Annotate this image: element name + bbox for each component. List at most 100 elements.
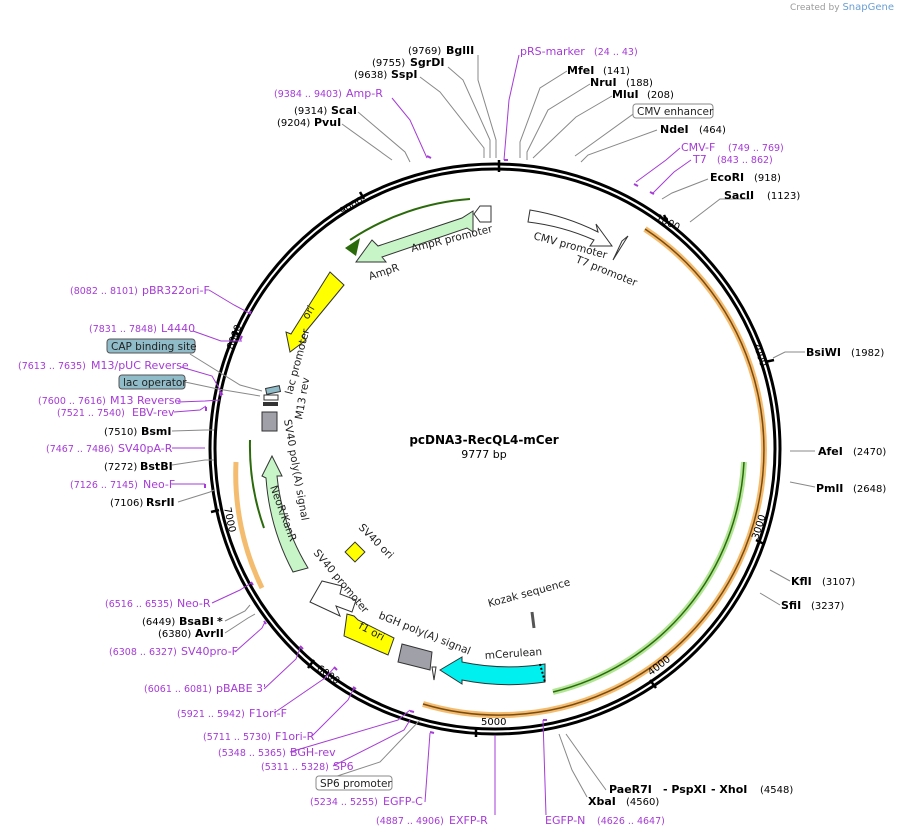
mCerulean-feature <box>439 656 546 686</box>
tick-2000: 2000 <box>750 341 768 369</box>
primer-ampR-coord: (9384 .. 9403) <box>274 89 342 100</box>
primer-t7-coord: (843 .. 862) <box>717 155 773 166</box>
primer-t7-name: T7 <box>692 153 707 166</box>
enzyme-avrII-name: AvrII <box>195 627 224 640</box>
sp6-promoter-feature <box>431 666 437 681</box>
primer-egfpN-coord: (4626 .. 4647) <box>597 816 665 827</box>
enzyme-bglII-coord: (9769) <box>408 46 441 57</box>
enzyme-bsiWI-coord: (1982) <box>851 348 884 359</box>
primer-f1oriR-name: F1ori-R <box>275 730 315 743</box>
enzyme-pvuI-coord: (9204) <box>277 118 310 129</box>
primer-marks <box>204 155 655 734</box>
primer-egfpN-name: EGFP-N <box>545 814 585 827</box>
primer-m13rev-name: M13 Reverse <box>110 394 181 407</box>
primer-pbabe3-name: pBABE 3' <box>216 682 266 695</box>
enzyme-rsrII-coord: (7106) <box>110 498 143 509</box>
primer-m13puc-name: M13/pUC Reverse <box>91 359 189 372</box>
backbone-inner <box>213 167 777 731</box>
primer-f1oriF-coord: (5921 .. 5942) <box>177 709 245 720</box>
cap-site-text: CAP binding site <box>111 341 197 353</box>
insert-arc-orange-line <box>422 228 765 716</box>
enzyme-ecoRI-coord: (918) <box>754 173 781 184</box>
primer-leader-lines <box>172 54 692 816</box>
enzyme-paeR7I-name: PaeR7I <box>609 783 652 796</box>
plasmid-length: 9777 bp <box>461 448 506 461</box>
ampR-feature <box>355 210 474 263</box>
enzyme-pmlI-coord: (2648) <box>853 484 886 495</box>
primer-egfpC-coord: (5234 .. 5255) <box>310 797 378 808</box>
scale-ticks <box>210 160 775 737</box>
primer-ebvRev-coord: (7521 .. 7540) <box>57 408 125 419</box>
enzyme-bsmI-coord: (7510) <box>104 427 137 438</box>
primer-pbr322-name: pBR322ori-F <box>142 284 210 297</box>
enzyme-sgrDI-name: SgrDI <box>410 56 444 69</box>
enzyme-ecoRI-name: EcoRI <box>710 171 744 184</box>
snapgene-credit: Created by SnapGene <box>790 2 894 13</box>
sv40-promoter-feature <box>309 580 357 617</box>
leader-lines <box>171 55 816 798</box>
primer-f1oriR-coord: (5711 .. 5730) <box>203 732 271 743</box>
label-kozak: Kozak sequence <box>487 576 572 610</box>
enzyme-pvuI-name: PvuI <box>314 116 341 129</box>
primer-l4440-coord: (7831 .. 7848) <box>89 324 157 335</box>
primer-sv40proF-name: SV40pro-F <box>181 645 238 658</box>
primer-sv40paR-coord: (7467 .. 7486) <box>46 444 114 455</box>
sp6-promoter-text: SP6 promoter <box>320 778 392 790</box>
primer-sv40proF-coord: (6308 .. 6327) <box>109 647 177 658</box>
lac-promoter-feature <box>264 385 282 395</box>
sv40-ori-feature <box>344 541 366 563</box>
enzyme-mfeI-coord: (141) <box>603 66 630 77</box>
enzyme-sfiI-coord: (3237) <box>811 601 844 612</box>
enzyme-afeI-name: AfeI <box>818 445 843 458</box>
primer-exfpR-coord: (4887 .. 4906) <box>376 816 444 827</box>
credit-prefix: Created by <box>790 3 840 13</box>
primer-egfpC-name: EGFP-C <box>383 795 423 808</box>
primer-neoF-name: Neo-F <box>143 478 175 491</box>
label-ampR: AmpR <box>367 262 401 283</box>
enzyme-bsaBI-name: BsaBI <box>179 615 214 628</box>
lac-operator-text: lac operator <box>123 377 187 389</box>
neoR-kanR-feature <box>261 454 309 573</box>
primer-neoF-coord: (7126 .. 7145) <box>70 480 138 491</box>
enzyme-xbaI-coord: (4560) <box>626 797 659 808</box>
label-mCerulean: mCerulean <box>484 646 542 662</box>
ampR-arc-head <box>345 238 360 256</box>
primer-neoR-name: Neo-R <box>177 597 211 610</box>
snapgene-brand: SnapGene <box>842 2 894 13</box>
primer-pbr322-coord: (8082 .. 8101) <box>70 286 138 297</box>
kozak-feature <box>530 611 536 629</box>
sp6-promoter-label: SP6 promoter <box>315 775 393 791</box>
enzyme-afeI-coord: (2470) <box>853 447 886 458</box>
primer-pbabe3-coord: (6061 .. 6081) <box>144 684 212 695</box>
cmv-enhancer-label: CMV enhancer <box>632 103 714 119</box>
enzyme-mluI-name: MluI <box>612 88 639 101</box>
cmv-enhancer-text: CMV enhancer <box>637 106 714 118</box>
primer-cmvF-coord: (749 .. 769) <box>728 143 784 154</box>
enzyme-kflI-name: KflI <box>791 575 812 588</box>
mCerulean-end <box>539 663 546 683</box>
lac-operator-feature <box>263 402 278 406</box>
primer-bghRev-name: BGH-rev <box>290 746 336 759</box>
primer-prs-marker-name: pRS-marker <box>520 45 585 58</box>
sv40-polyA-feature <box>261 411 278 432</box>
primer-m13rev-coord: (7600 .. 7616) <box>38 396 106 407</box>
enzyme-bsmI-name: BsmI <box>141 425 172 438</box>
primer-ampR-name: Amp-R <box>346 87 383 100</box>
insert-arc-green-line <box>552 461 745 693</box>
enzyme-scaI-name: ScaI <box>331 104 357 117</box>
enzyme-nruI-coord: (188) <box>626 78 653 89</box>
enzyme-mluI-coord: (208) <box>647 90 674 101</box>
enzyme-kflI-coord: (3107) <box>822 577 855 588</box>
bgh-polyA-feature <box>397 643 433 671</box>
insert-arc-green <box>552 461 747 695</box>
tick-5000: 5000 <box>481 717 506 728</box>
enzyme-bsaBI-coord: (6449) <box>142 617 175 628</box>
enzyme-bsaBI-mark: * <box>217 615 223 628</box>
label-ori: ori <box>300 304 317 322</box>
primer-sp6-name: SP6 <box>333 760 354 773</box>
m13-rev-feature <box>263 394 279 401</box>
backbone-outer <box>208 162 782 736</box>
enzyme-xhoI-name: - XhoI <box>711 783 747 796</box>
primer-prs-marker-coord: (24 .. 43) <box>594 47 638 58</box>
